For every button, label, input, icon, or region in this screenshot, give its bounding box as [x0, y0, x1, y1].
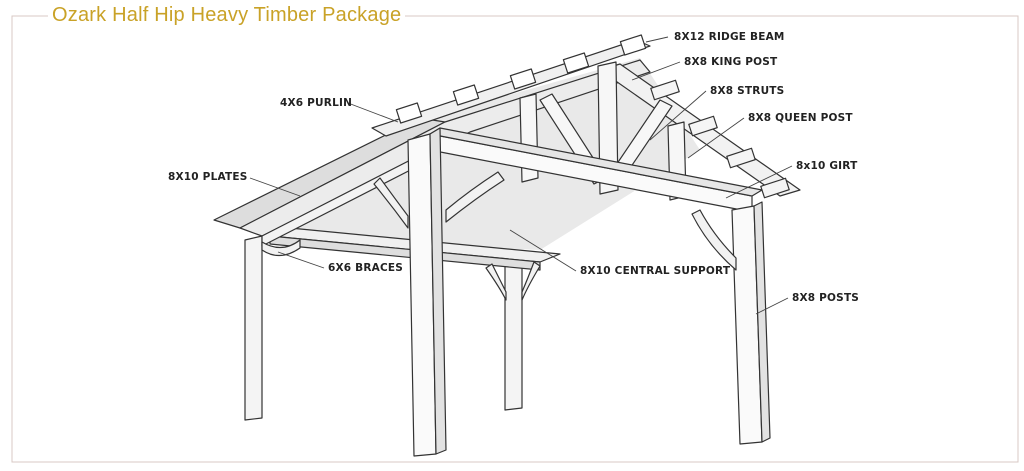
purlin-tails: [395, 34, 647, 124]
rear-post-center: [504, 259, 523, 411]
purlin-ends-right: [650, 79, 790, 199]
label-purlin: 4X6 PURLIN: [280, 97, 353, 109]
label-posts: 8X8 POSTS: [792, 292, 860, 304]
label-plates: 8X10 PLATES: [168, 171, 248, 183]
leader-lines: [249, 36, 793, 315]
label-ridge-beam: 8X12 RIDGE BEAM: [674, 31, 785, 43]
brace-rear-center-l: [485, 263, 507, 301]
label-central-support: 8X10 CENTRAL SUPPORT: [580, 265, 731, 277]
front-post-right-side: [753, 201, 771, 443]
label-queen-post: 8X8 QUEEN POST: [748, 112, 853, 124]
brace-rear-left: [261, 239, 301, 257]
label-braces: 6X6 BRACES: [328, 262, 404, 274]
label-girt: 8x10 GIRT: [796, 160, 858, 172]
front-post-left-side: [429, 127, 447, 455]
timber-structure: [213, 34, 801, 457]
label-struts: 8X8 STRUTS: [710, 85, 785, 97]
diagram-title: Ozark Half Hip Heavy Timber Package: [48, 4, 406, 27]
label-king-post: 8X8 KING POST: [684, 56, 778, 68]
brace-front-right: [691, 209, 737, 271]
rear-post-left: [244, 235, 263, 421]
brace-front-left: [445, 171, 505, 223]
brace-front-left-b: [373, 177, 409, 229]
brace-rear-center-r: [521, 261, 541, 301]
diagram-border: [11, 15, 1019, 463]
